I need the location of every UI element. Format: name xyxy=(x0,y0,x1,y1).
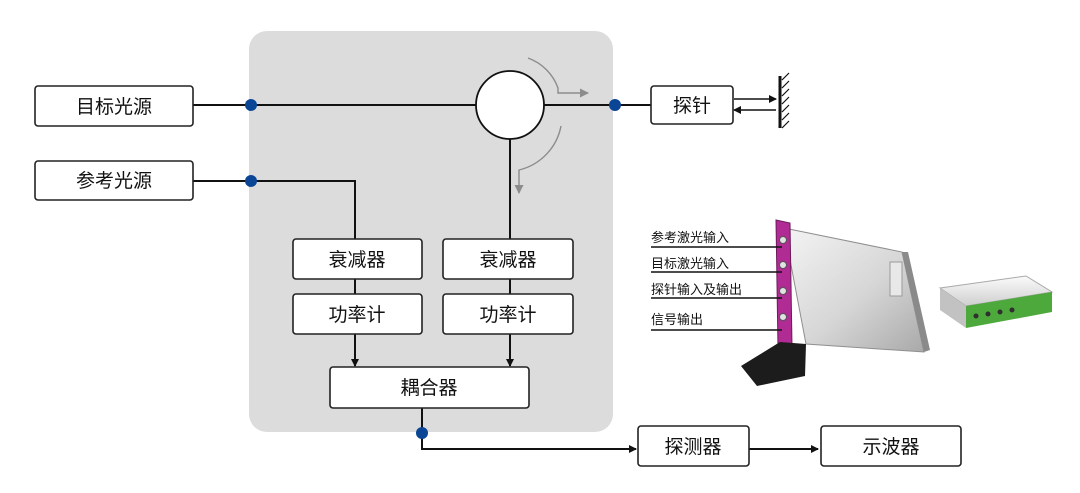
target-source-box: 目标光源 xyxy=(34,85,194,127)
port-label-reference-input: 参考激光输入 xyxy=(651,230,729,246)
detector-label: 探测器 xyxy=(664,436,721,458)
junction-node xyxy=(245,175,257,187)
power-meter-left-label: 功率计 xyxy=(328,304,385,326)
detector-box: 探测器 xyxy=(637,425,750,467)
target-source-label: 目标光源 xyxy=(76,96,152,118)
power-meter-right-box: 功率计 xyxy=(442,293,574,335)
port-label-target-input: 目标激光输入 xyxy=(651,256,729,272)
coupler-box: 耦合器 xyxy=(329,366,530,409)
attenuator-left-label: 衰减器 xyxy=(328,249,385,271)
reflective-target xyxy=(733,72,790,129)
power-meter-left-box: 功率计 xyxy=(292,293,423,335)
probe-label: 探针 xyxy=(673,95,711,117)
coupler-label: 耦合器 xyxy=(400,377,457,399)
port-label-signal-output: 信号输出 xyxy=(651,312,703,328)
desktop-module-image xyxy=(938,275,1054,328)
reference-source-box: 参考光源 xyxy=(34,160,194,201)
circulator xyxy=(475,57,589,194)
attenuator-left-box: 衰减器 xyxy=(292,238,423,280)
port-callouts: 参考激光输入 目标激光输入 探针输入及输出 信号输出 xyxy=(651,230,782,331)
junction-node xyxy=(245,99,257,111)
port-label-probe-io: 探针输入及输出 xyxy=(651,282,742,298)
junction-nodes xyxy=(245,99,621,439)
power-meter-right-label: 功率计 xyxy=(479,304,536,326)
attenuator-right-label: 衰减器 xyxy=(479,249,536,271)
oscilloscope-box: 示波器 xyxy=(820,425,962,467)
attenuator-right-box: 衰减器 xyxy=(442,238,574,280)
pxi-card-image xyxy=(741,219,930,386)
connection-lines xyxy=(193,104,819,453)
junction-node xyxy=(416,427,428,439)
oscilloscope-label: 示波器 xyxy=(862,436,919,458)
junction-node xyxy=(609,99,621,111)
reference-source-label: 参考光源 xyxy=(76,170,152,192)
probe-box: 探针 xyxy=(650,85,734,125)
